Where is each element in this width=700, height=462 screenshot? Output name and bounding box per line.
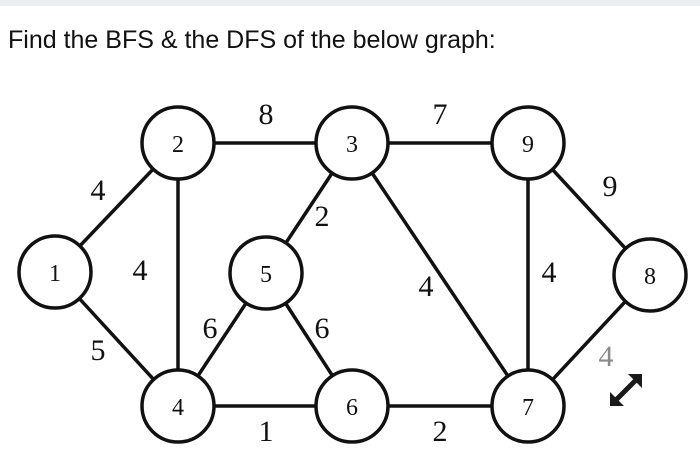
node-2 <box>140 105 216 181</box>
node-label-5: 5 <box>260 262 272 288</box>
node-label-7: 7 <box>522 395 534 421</box>
edge-3-7 <box>350 142 530 407</box>
weight-3-9: 7 <box>433 98 448 131</box>
node-label-6: 6 <box>346 395 358 421</box>
weight-3-7: 4 <box>419 270 434 303</box>
node-label-2: 2 <box>172 132 184 158</box>
weight-4-5: 6 <box>203 312 218 345</box>
node-9 <box>490 105 566 181</box>
weight-1-2: 4 <box>91 174 106 207</box>
node-6 <box>314 368 390 444</box>
weight-6-7: 2 <box>433 415 448 448</box>
node-label-4: 4 <box>172 395 184 421</box>
node-3 <box>314 105 390 181</box>
weight-3-5: 2 <box>315 200 330 233</box>
node-label-8: 8 <box>644 264 656 290</box>
weight-2-4: 4 <box>133 254 148 287</box>
node-7 <box>490 368 566 444</box>
weight-1-4: 5 <box>91 334 106 367</box>
weight-7-8: 4 <box>599 340 614 373</box>
weight-9-8: 9 <box>603 170 618 203</box>
weight-4-6: 1 <box>259 415 274 448</box>
node-label-9: 9 <box>522 132 534 158</box>
graph-nodes <box>17 105 688 444</box>
node-5 <box>228 235 304 311</box>
node-1 <box>17 234 93 310</box>
top-divider <box>0 0 700 6</box>
node-label-1: 1 <box>49 261 61 287</box>
node-label-3: 3 <box>346 132 358 158</box>
weight-7-9: 4 <box>542 256 557 289</box>
expand-arrows-icon[interactable] <box>602 366 650 414</box>
question-text: Find the BFS & the DFS of the below grap… <box>8 26 496 54</box>
node-8 <box>612 237 688 313</box>
weight-5-6: 6 <box>315 312 330 345</box>
weight-2-3: 8 <box>259 98 274 131</box>
node-labels: 1 2 3 4 5 6 7 8 9 <box>49 132 656 421</box>
node-4 <box>140 368 216 444</box>
edge-weights: 4 5 8 4 2 4 7 6 1 6 2 4 4 9 <box>91 98 618 448</box>
